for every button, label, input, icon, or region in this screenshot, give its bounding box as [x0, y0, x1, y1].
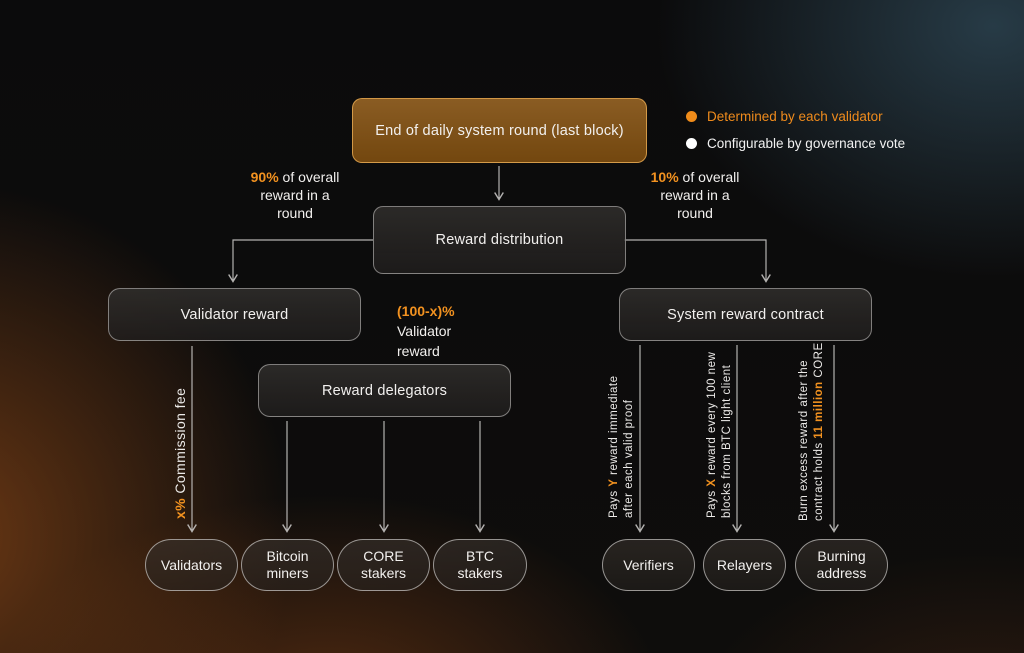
pill-burning-address-label: Burning address: [816, 548, 867, 581]
edge-distribution-to-system-contract: [624, 239, 771, 283]
node-validator-reward: Validator reward: [108, 288, 361, 341]
orange-circle-icon: [686, 110, 697, 122]
node-validator-reward-label: Validator reward: [180, 306, 289, 323]
node-system-reward-contract: System reward contract: [619, 288, 872, 341]
node-reward-delegators: Reward delegators: [258, 364, 511, 417]
label-90-percent-share: 90% of overall reward in a round: [250, 169, 340, 221]
pill-btc-stakers: BTC stakers: [433, 539, 527, 591]
node-end-of-round: End of daily system round (last block): [352, 98, 647, 163]
label-pays-x-reward: Pays X reward every 100 new blocks from …: [706, 351, 733, 518]
legend-item-determined: Determined by each validator: [686, 107, 905, 125]
pill-core-stakers-label: CORE stakers: [360, 548, 407, 581]
node-reward-distribution: Reward distribution: [373, 206, 626, 274]
legend: Determined by each validator Configurabl…: [686, 107, 905, 161]
node-reward-delegators-label: Reward delegators: [321, 382, 448, 399]
label-10-percent-share: 10% of overall reward in a round: [650, 169, 740, 221]
label-90-pct: 90%: [250, 169, 279, 185]
node-system-reward-contract-label: System reward contract: [667, 306, 824, 323]
white-circle-icon: [686, 137, 697, 149]
pill-validators: Validators: [145, 539, 238, 591]
legend-determined-label: Determined by each validator: [707, 108, 883, 124]
pill-btc-stakers-label: BTC stakers: [457, 548, 503, 581]
pill-relayers: Relayers: [703, 539, 786, 591]
legend-configurable-label: Configurable by governance vote: [707, 135, 906, 151]
label-burn-excess: Burn excess reward after the contract ho…: [798, 342, 825, 521]
label-commission-fee: x% Commission fee: [172, 387, 188, 519]
node-end-of-round-label: End of daily system round (last block): [375, 122, 624, 139]
label-100-minus-x-share: (100-x)% Validator reward: [397, 303, 455, 359]
pill-bitcoin-miners-label: Bitcoin miners: [266, 548, 309, 581]
pill-core-stakers: CORE stakers: [337, 539, 430, 591]
pill-bitcoin-miners: Bitcoin miners: [241, 539, 334, 591]
label-10-pct: 10%: [650, 169, 679, 185]
pill-validators-label: Validators: [160, 556, 223, 573]
node-reward-distribution-label: Reward distribution: [435, 232, 564, 248]
legend-item-configurable: Configurable by governance vote: [686, 134, 905, 152]
pill-verifiers: Verifiers: [602, 539, 695, 591]
label-pays-y-reward: Pays Y reward immediate after each valid…: [608, 375, 635, 518]
edge-distribution-to-validator-reward: [228, 239, 373, 283]
pill-burning-address: Burning address: [795, 539, 888, 591]
pill-verifiers-label: Verifiers: [623, 556, 674, 573]
pill-relayers-label: Relayers: [716, 556, 773, 573]
